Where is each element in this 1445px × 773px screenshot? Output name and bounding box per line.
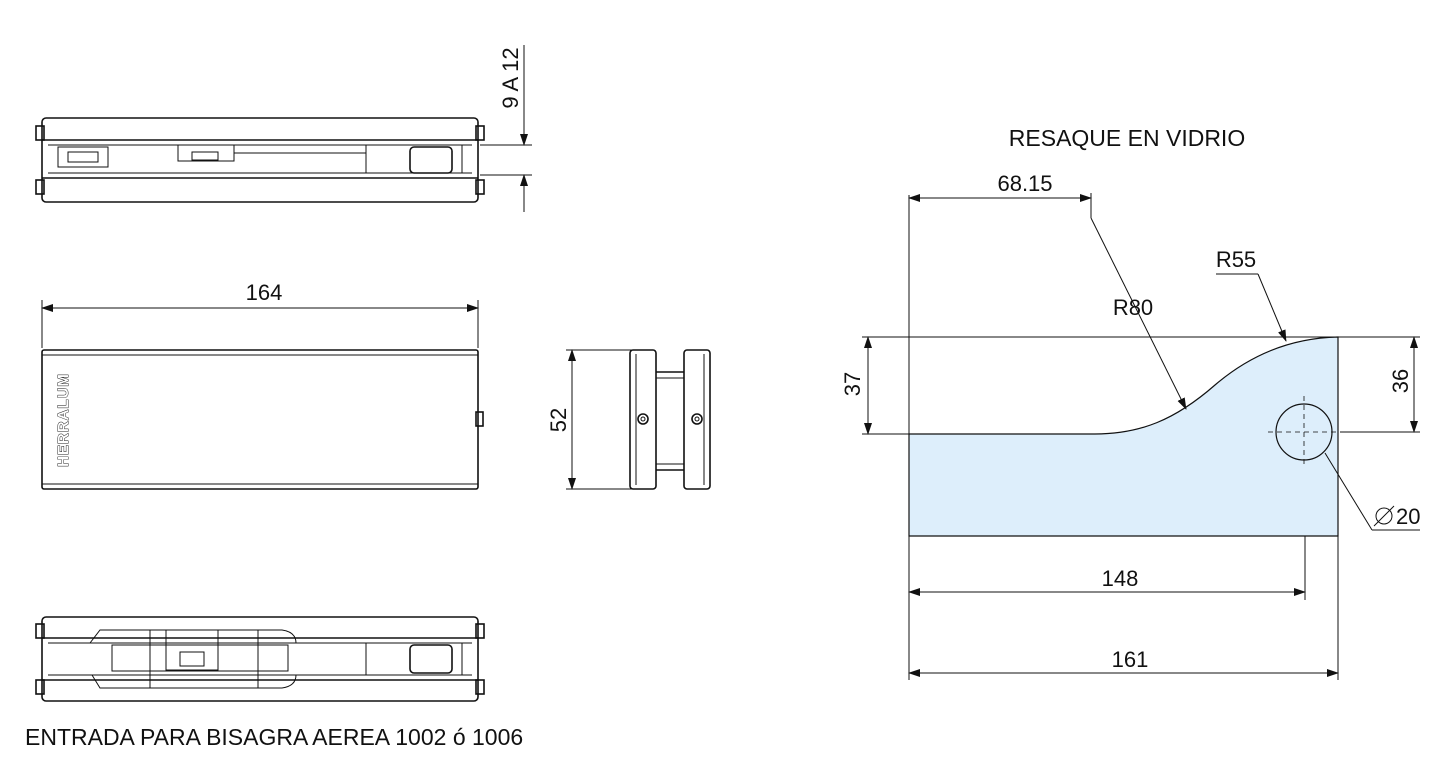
radius-large-label: R80	[1113, 295, 1153, 320]
hole-center-dimension: 148	[908, 566, 1306, 596]
brand-engraving: HERRALUM	[55, 373, 72, 467]
end-view: 52	[546, 349, 711, 490]
radius-small-label: R55	[1216, 247, 1256, 272]
hole-diameter-label: 20	[1396, 504, 1420, 529]
hole-center-label: 148	[1102, 566, 1139, 591]
length-label: 164	[246, 280, 283, 305]
notch-offset-label: 68.15	[997, 171, 1052, 196]
width-label: 52	[546, 408, 571, 432]
bottom-caption: ENTRADA PARA BISAGRA AEREA 1002 ó 1006	[25, 724, 523, 750]
glass-notch-shape	[908, 195, 1339, 680]
notch-offset-dimension: 68.15	[908, 171, 1092, 218]
notch-depth-dimension: 37	[840, 336, 909, 435]
overall-length-dimension: 161	[908, 647, 1339, 677]
overall-length-label: 161	[1112, 647, 1149, 672]
hole-diameter-leader: 20	[1324, 452, 1420, 531]
plan-view: 164 HERRALUM	[41, 280, 484, 490]
radius-small-leader: R55	[1216, 247, 1287, 342]
drill-hole	[1268, 396, 1340, 468]
bottom-elevation-view	[35, 616, 485, 702]
radius-large-leader: R80	[1090, 217, 1187, 410]
notch-depth-label: 37	[840, 372, 865, 396]
top-elevation-view	[35, 117, 485, 203]
right-height-dimension: 36	[1338, 336, 1420, 433]
right-height-label: 36	[1388, 369, 1413, 393]
glass-panel	[908, 336, 1339, 537]
notch-title: RESAQUE EN VIDRIO	[1009, 125, 1245, 151]
glass-thickness-dimension: 9 A 12	[480, 45, 532, 212]
glass-thickness-label: 9 A 12	[498, 47, 523, 108]
